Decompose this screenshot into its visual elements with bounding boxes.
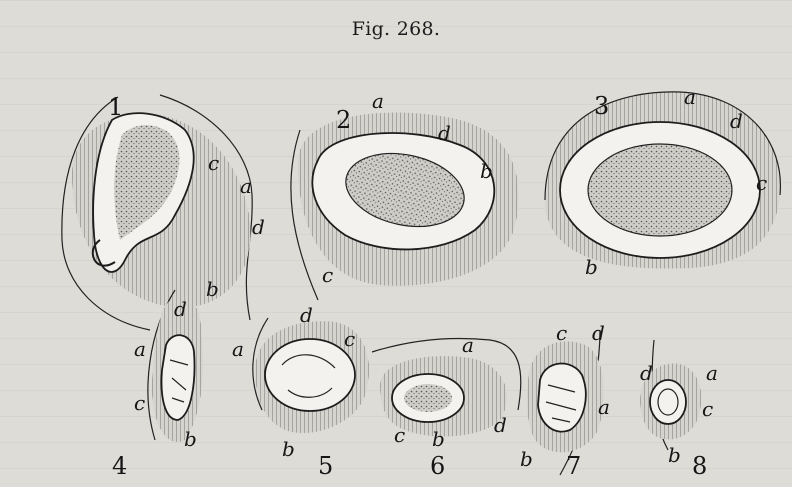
panel-6-granular-core: [404, 384, 452, 412]
panel-8-label-d: d: [640, 361, 653, 385]
panel-3-label-d: d: [730, 109, 743, 133]
panel-1-number: 1: [108, 93, 123, 121]
panel-8-label-a: a: [706, 361, 718, 385]
panel-6-number: 6: [430, 452, 445, 480]
panel-4-number: 4: [112, 452, 127, 480]
panel-3-label-a: a: [684, 85, 696, 109]
panel-2-number: 2: [336, 106, 351, 134]
panel-5-lobed-mass: [265, 339, 355, 411]
panel-5-number: 5: [318, 452, 333, 480]
panel-7-number: 7: [566, 452, 581, 480]
panel-1-label-c: c: [208, 151, 219, 175]
panel-8-oval-body: [650, 380, 686, 424]
panel-4: 4 d a c b: [112, 290, 203, 480]
panel-1: 1 c a d b: [62, 93, 265, 330]
panel-8: 8 d a c b: [640, 340, 718, 480]
panel-2: 2 a d b c: [291, 89, 519, 300]
panel-7-label-a: a: [598, 395, 610, 419]
panel-5-label-b: b: [282, 437, 295, 461]
panel-2-label-d: d: [438, 121, 451, 145]
panel-4-label-a: a: [134, 337, 146, 361]
panel-1-label-a: a: [240, 174, 252, 198]
panel-8-number: 8: [692, 452, 707, 480]
panel-6-label-b: b: [432, 427, 445, 451]
panel-2-label-a: a: [372, 89, 384, 113]
panel-2-label-c: c: [322, 263, 333, 287]
panel-6: 6 a d c b: [372, 333, 521, 480]
panel-1-label-b: b: [206, 277, 219, 301]
panel-7-label-d: d: [592, 321, 605, 345]
panel-8-label-c: c: [702, 397, 713, 421]
panel-2-label-b: b: [480, 159, 493, 183]
panel-3-number: 3: [594, 92, 609, 120]
panel-8-label-b: b: [668, 443, 681, 467]
panel-5: 5 d c a b: [232, 303, 369, 480]
panel-3-label-c: c: [756, 171, 767, 195]
panel-5-label-c: c: [344, 327, 355, 351]
panel-4-label-b: b: [184, 427, 197, 451]
panel-6-label-d: d: [494, 413, 507, 437]
panel-6-label-c: c: [394, 423, 405, 447]
panel-5-label-a: a: [232, 337, 244, 361]
panel-3-label-b: b: [585, 255, 598, 279]
panel-4-label-c: c: [134, 391, 145, 415]
panel-7-label-b: b: [520, 447, 533, 471]
panel-4-label-d: d: [174, 297, 187, 321]
panel-7-lobed-mass: [538, 364, 586, 432]
panel-5-label-d: d: [300, 303, 313, 327]
panel-3: 3 a d c b: [545, 85, 780, 279]
panel-1-label-d: d: [252, 215, 265, 239]
panel-7-label-c: c: [556, 321, 567, 345]
panel-6-label-a: a: [462, 333, 474, 357]
panel-7: 7 c d a b: [520, 321, 610, 480]
